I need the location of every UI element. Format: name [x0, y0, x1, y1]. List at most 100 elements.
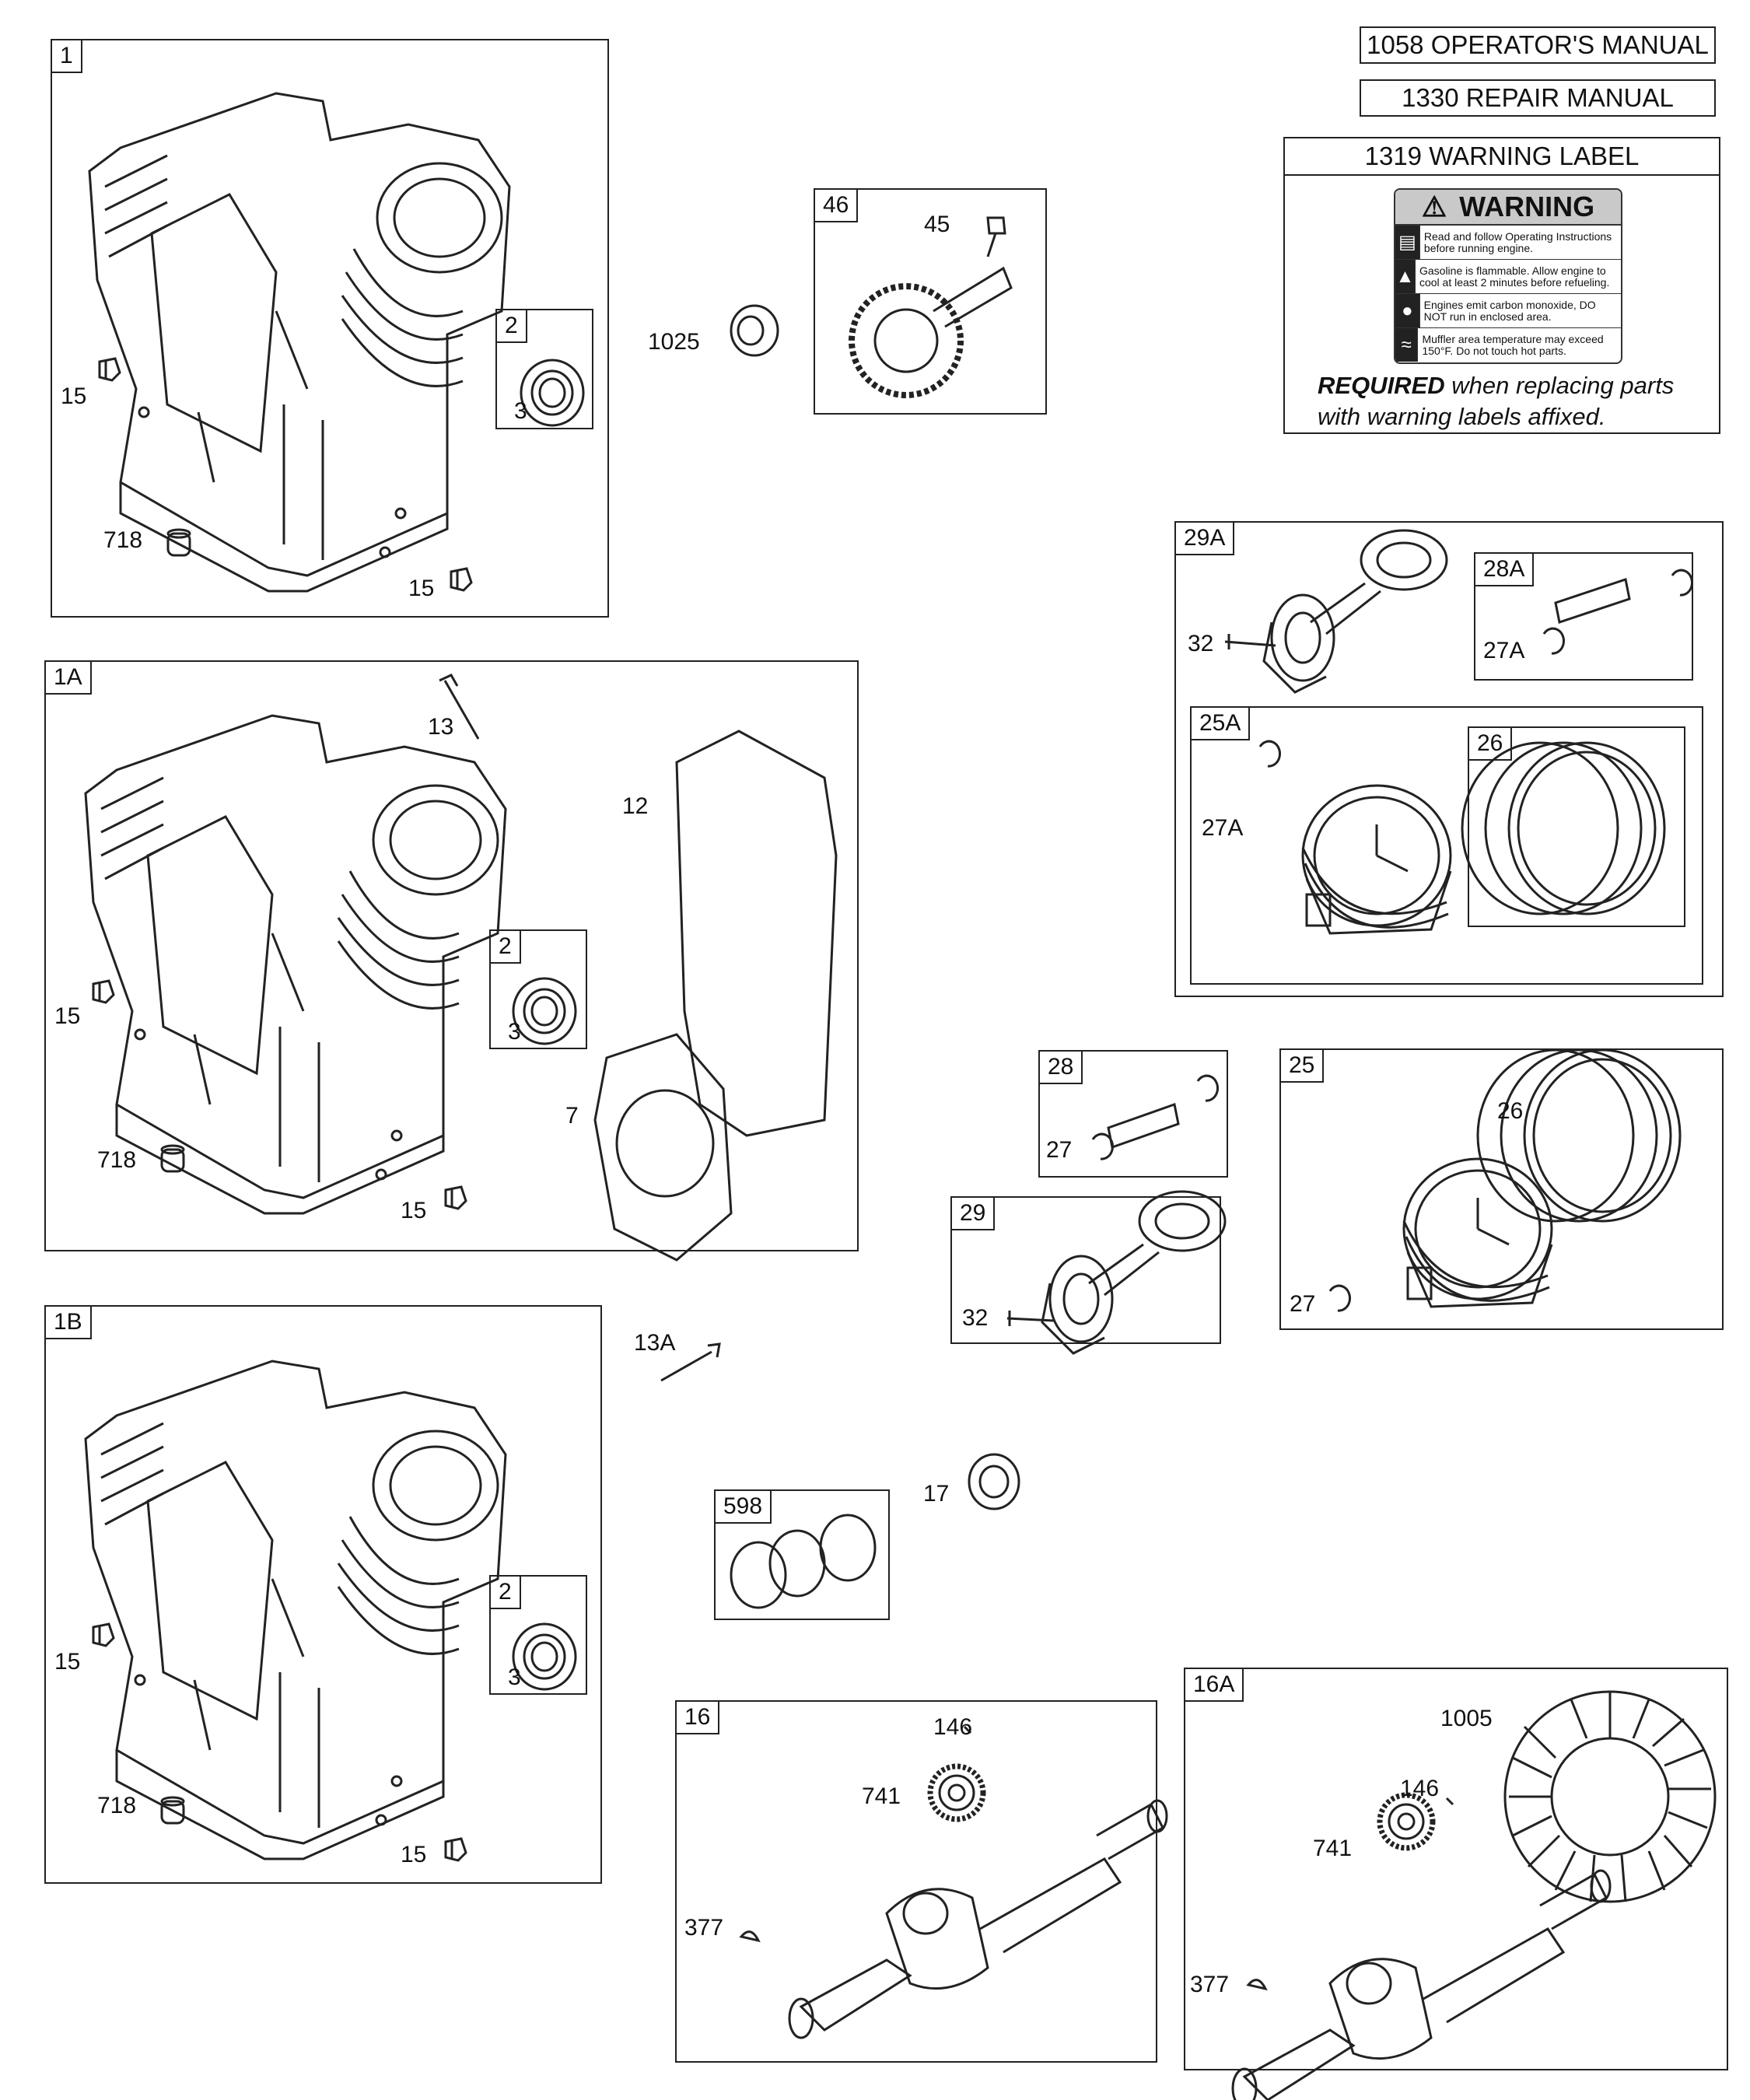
bearing-17	[968, 1453, 1020, 1510]
warning-triangle-icon: ⚠	[1421, 191, 1447, 222]
shim-598c	[819, 1514, 877, 1582]
callout-27: 27	[1290, 1291, 1316, 1317]
callout-3: 3	[508, 1019, 521, 1045]
callout-741: 741	[1313, 1836, 1353, 1861]
callout-718: 718	[97, 1147, 137, 1173]
flywheel-1005-inner	[1550, 1737, 1670, 1857]
engine-block-1A	[84, 714, 507, 1215]
group-tag-28A: 28A	[1474, 552, 1535, 586]
warning-row-manual: ▤Read and follow Operating Instructions …	[1395, 226, 1621, 260]
warning-row-hot: ≈Muffler area temperature may exceed 150…	[1395, 328, 1621, 362]
bearing-17-inner	[978, 1465, 1010, 1499]
oil-seal-3c	[512, 1622, 577, 1691]
piston-pin-28A	[1554, 578, 1631, 624]
callout-15: 15	[408, 576, 435, 601]
callout-17: 17	[923, 1481, 950, 1507]
carbon-monoxide-icon: ●	[1395, 294, 1420, 327]
callout-741: 741	[862, 1783, 901, 1809]
group-tag-16A: 16A	[1184, 1668, 1244, 1702]
clip-27c	[1328, 1284, 1351, 1312]
oil-seal-3a	[520, 359, 585, 427]
warning-label-header: 1319 WARNING LABEL	[1285, 138, 1719, 176]
callout-26: 26	[1497, 1098, 1524, 1124]
callout-718: 718	[97, 1793, 137, 1818]
cam-shaft	[933, 266, 1013, 328]
piston-25	[1402, 1157, 1553, 1308]
group-tag-28: 28	[1038, 1050, 1083, 1084]
callout-718: 718	[103, 527, 143, 553]
group-box-1A: 1A	[44, 660, 859, 1251]
callout-12: 12	[622, 793, 649, 819]
cam-gear	[849, 283, 964, 398]
callout-377: 377	[1190, 1972, 1230, 1997]
callout-15: 15	[401, 1198, 427, 1223]
group-box-1: 1	[51, 39, 609, 618]
warning-row-co: ●Engines emit carbon monoxide, DO NOT ru…	[1395, 294, 1621, 328]
group-box-1B: 1B	[44, 1305, 602, 1884]
dowel-718b	[160, 1144, 185, 1173]
clip-27A-a	[1671, 569, 1693, 597]
gasket-12	[675, 730, 838, 1137]
warning-line-1: Read and follow Operating Instructions b…	[1423, 229, 1612, 254]
screw-32b	[1006, 1311, 1055, 1326]
group-tag-1A: 1A	[44, 660, 92, 695]
plug-15f	[444, 1837, 467, 1862]
group-tag-29: 29	[950, 1196, 996, 1230]
piston-25A	[1301, 784, 1452, 935]
callout-27A: 27A	[1202, 815, 1244, 841]
callout-27: 27	[1046, 1137, 1073, 1163]
callout-1005: 1005	[1440, 1706, 1493, 1731]
required-bold: REQUIRED	[1318, 372, 1445, 399]
callout-3: 3	[508, 1664, 521, 1690]
group-tag-25A: 25A	[1190, 706, 1251, 740]
head-gasket-7	[593, 1033, 733, 1262]
rings-26b	[1476, 1048, 1682, 1223]
group-tag-1: 1	[51, 39, 82, 73]
group-tag-2b: 2	[489, 929, 521, 964]
callout-32: 32	[962, 1305, 989, 1331]
callout-15: 15	[401, 1842, 427, 1867]
group-box-28A: 28A	[1474, 552, 1693, 681]
gear-741b	[1380, 1795, 1433, 1848]
warning-label-box: 1319 WARNING LABEL ⚠ WARNING ▤Read and f…	[1283, 137, 1720, 434]
clip-27A-c	[1258, 740, 1281, 768]
key-146b	[1445, 1797, 1454, 1806]
conrod-29	[1041, 1190, 1227, 1355]
crankshaft-16	[788, 1799, 1168, 2039]
screw-32a	[1224, 634, 1276, 649]
oil-seal-3b	[512, 977, 577, 1045]
callout-15: 15	[61, 383, 87, 409]
rings-26a	[1461, 741, 1666, 915]
warning-line-2: Gasoline is flammable. Allow engine to c…	[1419, 264, 1610, 289]
group-box-25: 25	[1279, 1048, 1724, 1330]
head-gasket-bore	[615, 1089, 715, 1198]
callout-3: 3	[514, 398, 527, 424]
bolt-13	[439, 674, 480, 740]
key-146a	[963, 1725, 972, 1734]
callout-13A: 13A	[634, 1330, 676, 1356]
group-tag-26: 26	[1468, 726, 1513, 761]
callout-1025: 1025	[648, 329, 700, 355]
engine-block-1B	[84, 1360, 507, 1860]
clip-27b	[1091, 1132, 1114, 1160]
plug-15c	[92, 979, 115, 1004]
manual-book-icon: ▤	[1395, 226, 1420, 259]
callout-15: 15	[54, 1003, 81, 1029]
warning-line-4: Muffler area temperature may exceed 150°…	[1422, 332, 1604, 357]
flywheel-fins	[1509, 1692, 1711, 1902]
bearing-1025	[730, 304, 779, 357]
group-box-16: 16	[675, 1700, 1157, 2063]
callout-7: 7	[565, 1103, 579, 1129]
operators-manual-box: 1058 OPERATOR'S MANUAL	[1360, 26, 1716, 64]
gear-741a	[930, 1766, 983, 1819]
callout-377: 377	[684, 1915, 724, 1941]
flame-icon: ▲	[1395, 260, 1416, 293]
callout-15: 15	[54, 1649, 81, 1675]
shim-598a	[730, 1541, 787, 1609]
callout-146: 146	[933, 1714, 973, 1740]
bearing-1025-inner	[737, 315, 765, 346]
group-tag-29A: 29A	[1174, 521, 1235, 555]
clip-27A-b	[1542, 627, 1565, 655]
engine-block-1	[88, 92, 511, 593]
group-box-29: 29	[950, 1196, 1221, 1344]
